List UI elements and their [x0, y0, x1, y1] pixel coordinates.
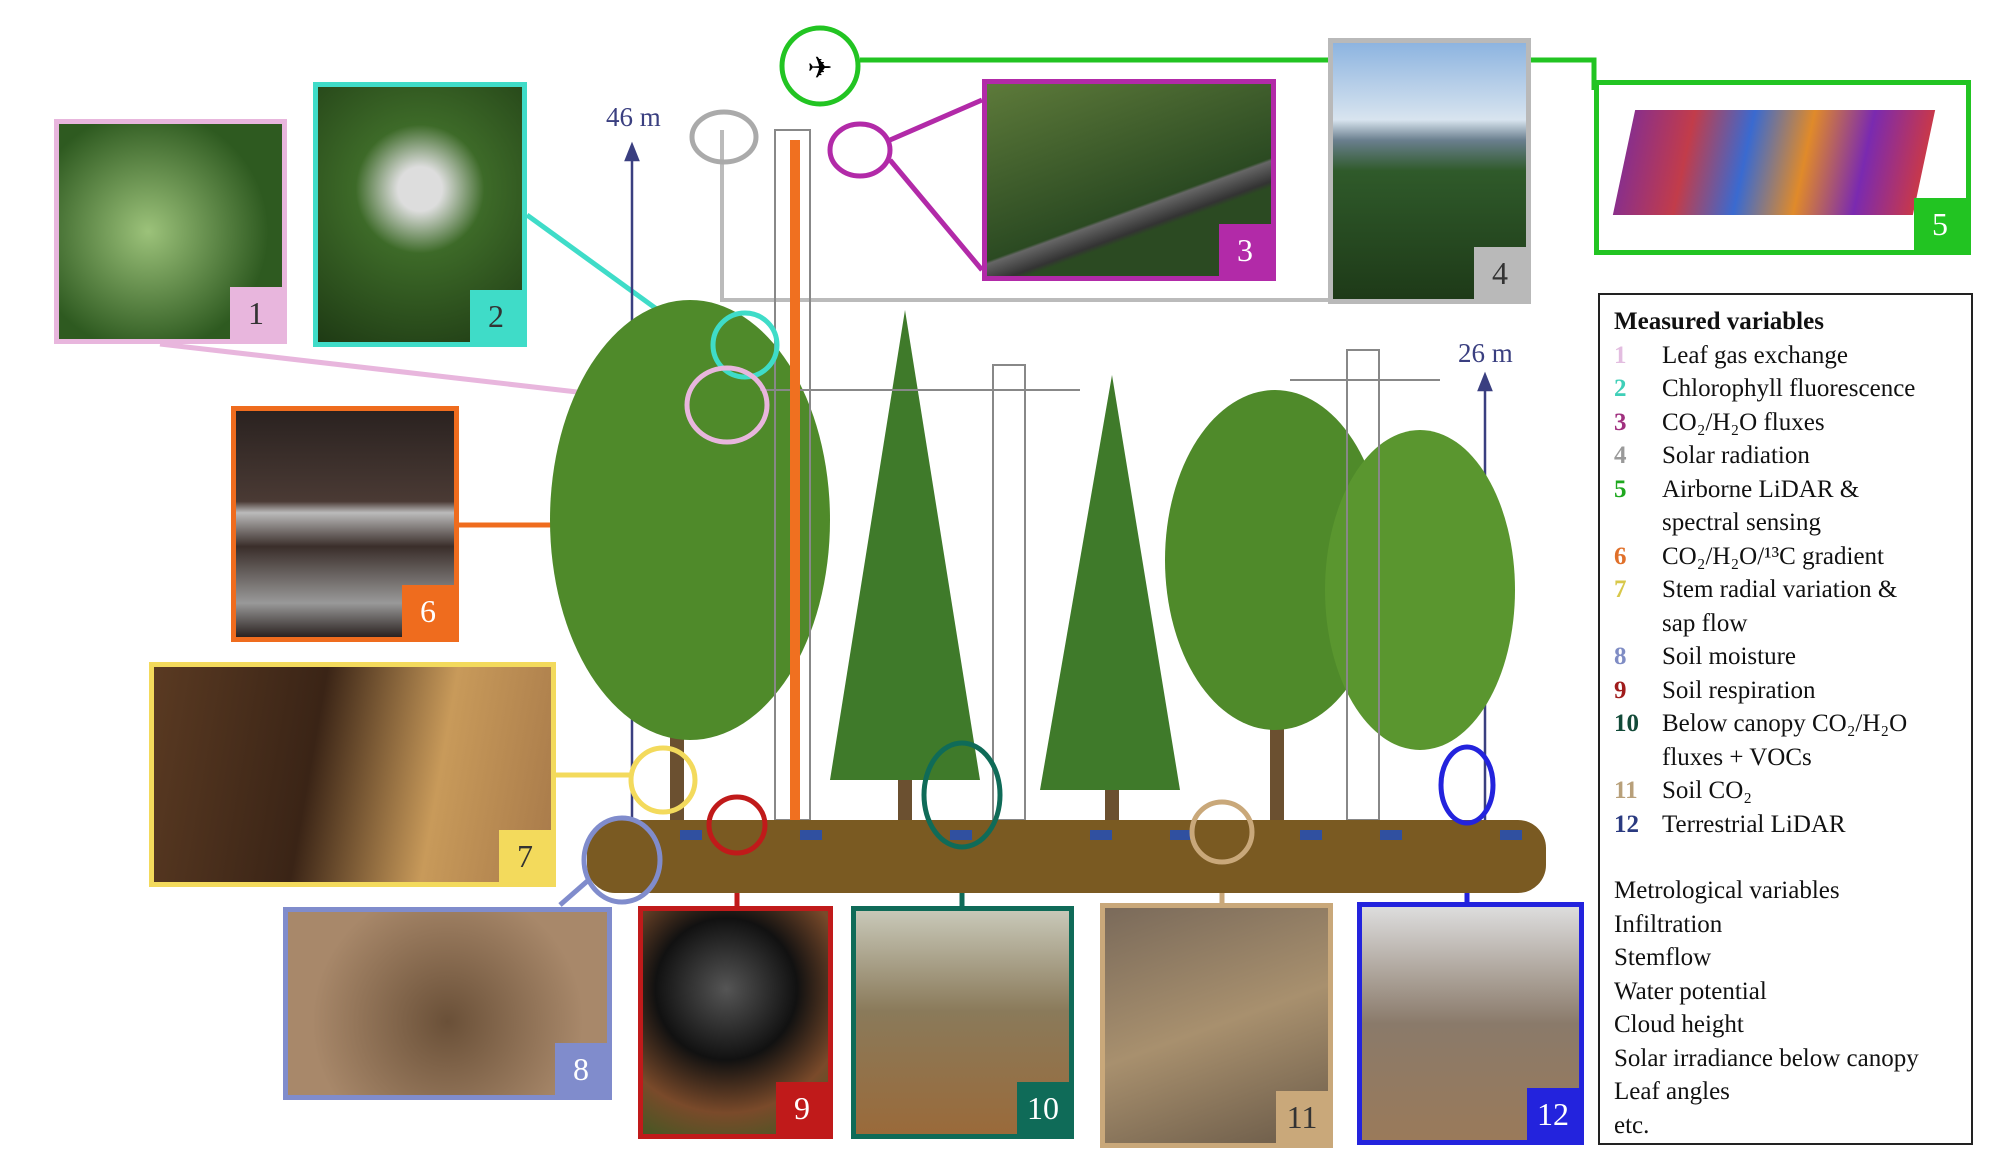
legend-other-item: Stemflow	[1614, 944, 1712, 971]
legend-item-number: 4	[1614, 442, 1627, 469]
legend-other-item: Solar irradiance below canopy	[1614, 1044, 1919, 1072]
legend-item-label: Solar radiation	[1662, 442, 1810, 469]
legend-item: 7 Stem radial variation &	[1614, 573, 1957, 607]
legend-item-label: CO₂/H₂O/¹³C gradient	[1662, 542, 1884, 570]
legend-item-label: Chlorophyll fluorescence	[1662, 375, 1916, 402]
legend-item-label: CO₂/H₂O fluxes	[1662, 408, 1825, 436]
legend-item: 12 Terrestrial LiDAR	[1614, 808, 1957, 842]
legend-item-label: Stem radial variation &	[1662, 576, 1898, 603]
legend-item-number: 2	[1614, 375, 1627, 402]
legend-item-number: 5	[1614, 475, 1627, 503]
legend-item: 8 Soil moisture	[1614, 640, 1957, 674]
legend-item-number: 1	[1614, 341, 1627, 369]
photo-3-flux-tower: 3	[982, 79, 1276, 281]
legend-item-number: 12	[1614, 810, 1639, 838]
legend-item-label: sap flow	[1662, 609, 1748, 637]
legend-item-number	[1614, 607, 1662, 641]
photo-9-soil-respiration: 9	[638, 906, 833, 1139]
height-label-main: 46 m	[606, 102, 661, 132]
legend-item-label: Terrestrial LiDAR	[1662, 810, 1846, 838]
legend-item-label: Below canopy CO₂/H₂O	[1662, 710, 1908, 737]
photo-4-solar-radiation: 4	[1328, 38, 1531, 304]
legend: Measured variables 1 Leaf gas exchange 2 Ch…	[1598, 293, 1973, 1145]
legend-item: 5 Airborne LiDAR &	[1614, 473, 1957, 507]
legend-item-label: Leaf gas exchange	[1662, 341, 1848, 369]
legend-item-number: 11	[1614, 777, 1638, 804]
legend-item: 10 Below canopy CO₂/H₂O	[1614, 707, 1957, 741]
legend-item-label: fluxes + VOCs	[1662, 743, 1812, 771]
legend-other-item: Cloud height	[1614, 1011, 1744, 1038]
legend-item-number: 7	[1614, 576, 1627, 603]
ground	[587, 820, 1546, 893]
legend-item-label: Airborne LiDAR &	[1662, 475, 1860, 503]
legend-item-label: Soil respiration	[1662, 676, 1816, 704]
legend-item-number: 10	[1614, 710, 1639, 737]
legend-item: sap flow	[1614, 607, 1957, 641]
photo-2-chlorophyll-fluorescence: 2	[313, 82, 527, 347]
legend-item: 11 Soil CO₂	[1614, 774, 1957, 808]
photo-12-terrestrial-lidar: 12	[1357, 902, 1584, 1145]
height-label-side: 26 m	[1458, 338, 1513, 368]
drone-icon: ✈	[807, 52, 832, 85]
legend-item: fluxes + VOCs	[1614, 741, 1957, 775]
legend-item-number: 6	[1614, 542, 1627, 570]
legend-item-label: Soil CO₂	[1662, 777, 1752, 804]
photo-7-stem-sensors: 7	[149, 662, 556, 887]
legend-other-item: Metrological variables	[1614, 877, 1840, 904]
legend-other-item: Water potential	[1614, 977, 1767, 1005]
legend-item-label: Soil moisture	[1662, 643, 1797, 670]
photo-1-leaf-gas-exchange: 1	[54, 119, 287, 344]
legend-item-number: 3	[1614, 408, 1627, 436]
trees	[550, 300, 1515, 830]
legend-item: 3 CO₂/H₂O fluxes	[1614, 406, 1957, 440]
legend-title: Measured variables	[1614, 308, 1824, 335]
legend-item: 6 CO₂/H₂O/¹³C gradient	[1614, 540, 1957, 574]
legend-other-item: Infiltration	[1614, 910, 1723, 938]
photo-11-soil-co2: 11	[1100, 903, 1333, 1148]
legend-item-label: spectral sensing	[1662, 509, 1821, 536]
legend-item: 1 Leaf gas exchange	[1614, 339, 1957, 373]
photo-8-soil-moisture: 8	[283, 907, 612, 1100]
legend-item-number	[1614, 741, 1662, 775]
legend-item: 4 Solar radiation	[1614, 439, 1957, 473]
photo-10-below-canopy-flux: 10	[851, 906, 1074, 1139]
photo-6-gradient-system: 6	[231, 406, 459, 642]
legend-item-number: 8	[1614, 643, 1627, 670]
legend-item: 9 Soil respiration	[1614, 674, 1957, 708]
legend-other-item: Leaf angles	[1614, 1078, 1730, 1105]
legend-item: spectral sensing	[1614, 506, 1957, 540]
legend-item: 2 Chlorophyll fluorescence	[1614, 372, 1957, 406]
legend-item-number	[1614, 506, 1662, 540]
photo-5-airborne-lidar: 5	[1594, 80, 1971, 255]
legend-item-number: 9	[1614, 676, 1627, 704]
legend-other-item: etc.	[1614, 1111, 1650, 1139]
